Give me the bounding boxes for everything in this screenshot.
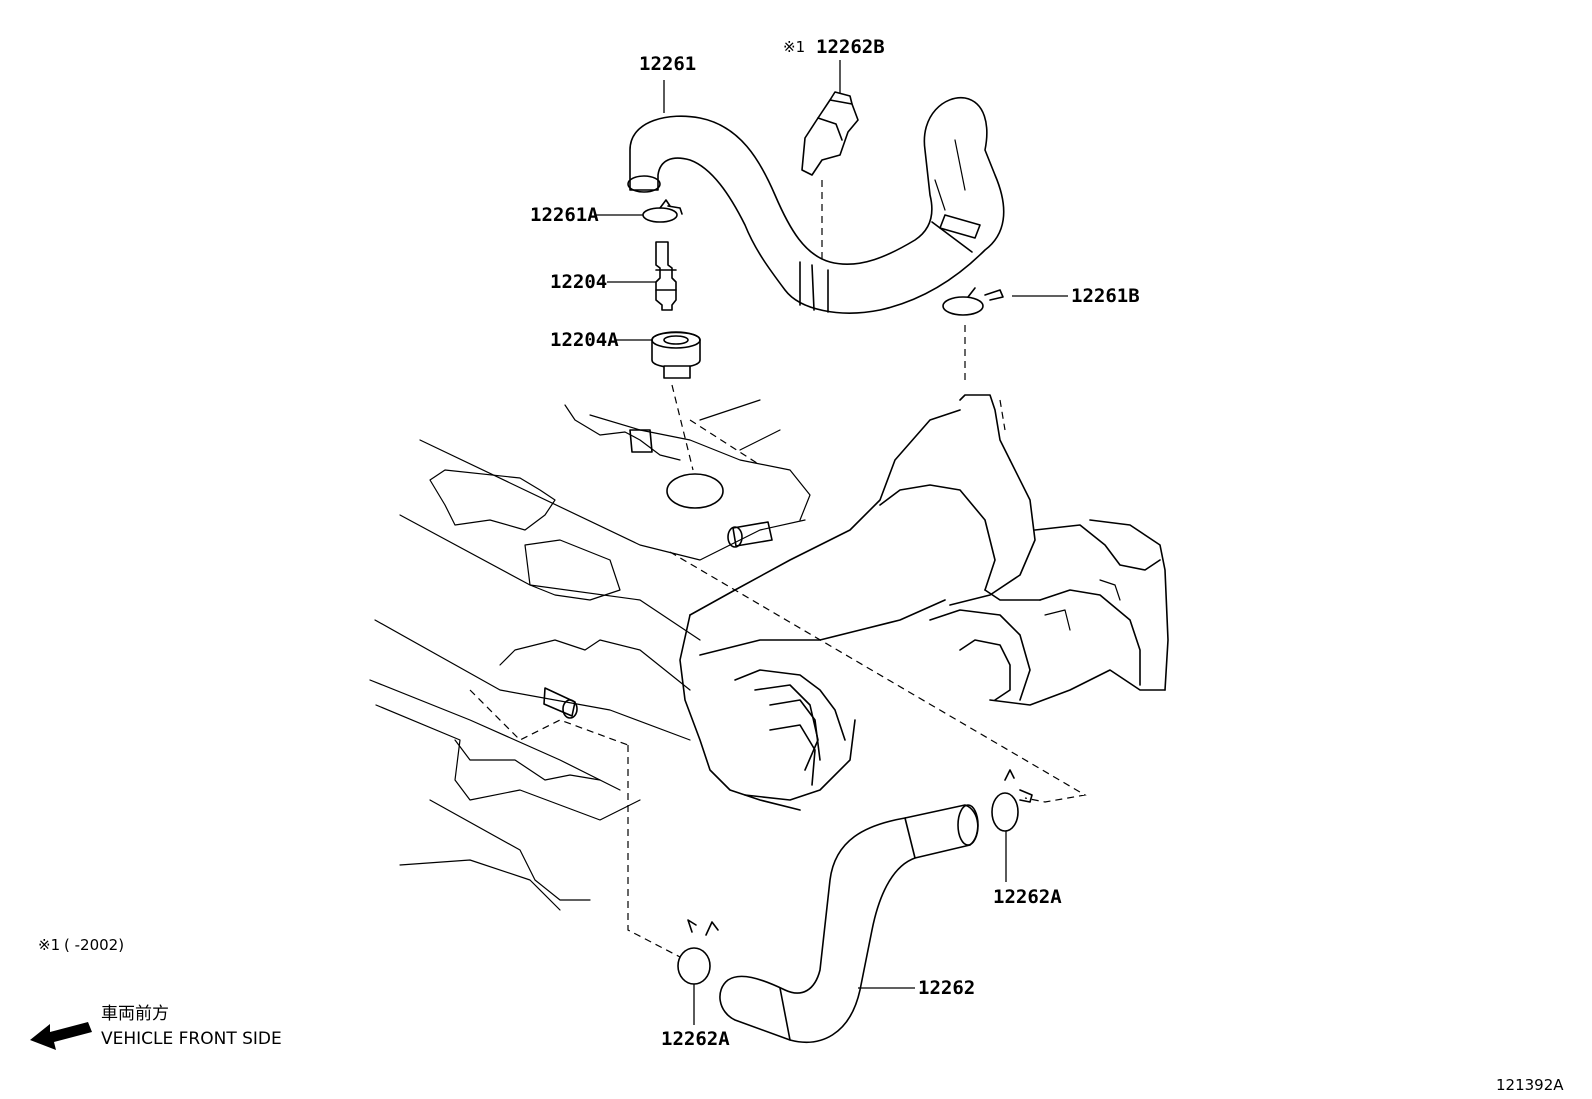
label-12262A-bottom: 12262A: [661, 1028, 730, 1050]
clamp-12262B-drawing: [801, 91, 859, 176]
hose-12261-drawing: [627, 96, 1005, 314]
footnote-mark: ※1: [38, 936, 61, 954]
clamp-12262A-bottom-drawing: [677, 919, 719, 985]
hose-12262-drawing: [719, 804, 979, 1044]
direction-label-en: VEHICLE FRONT SIDE: [101, 1029, 282, 1049]
label-12262A-right: 12262A: [993, 886, 1062, 908]
assembly-dashed-lines: [469, 180, 1087, 958]
clamp-12261B-drawing: [942, 287, 1004, 316]
label-12261A: 12261A: [530, 204, 599, 226]
label-12261: 12261: [639, 53, 697, 75]
label-12261B: 12261B: [1071, 285, 1140, 307]
leader-lines: [596, 60, 1068, 1025]
label-12204A: 12204A: [550, 329, 619, 351]
label-12204: 12204: [550, 271, 608, 293]
front-direction-arrow-icon: [30, 1022, 92, 1050]
clamp-12262A-right-drawing: [991, 769, 1033, 832]
footnote-text: ( -2002): [64, 936, 125, 954]
diagram-id: 121392A: [1496, 1076, 1564, 1094]
label-12262: 12262: [918, 977, 976, 999]
grommet-12204A-drawing: [651, 331, 701, 379]
direction-label-jp: 車両前方: [101, 1004, 169, 1024]
valve-12204-drawing: [655, 241, 677, 311]
label-12262B: 12262B: [816, 36, 885, 58]
clamp-12261A-drawing: [642, 199, 683, 223]
engine-block-drawing: [369, 394, 1169, 911]
label-12262B-note-mark: ※1: [783, 38, 806, 56]
